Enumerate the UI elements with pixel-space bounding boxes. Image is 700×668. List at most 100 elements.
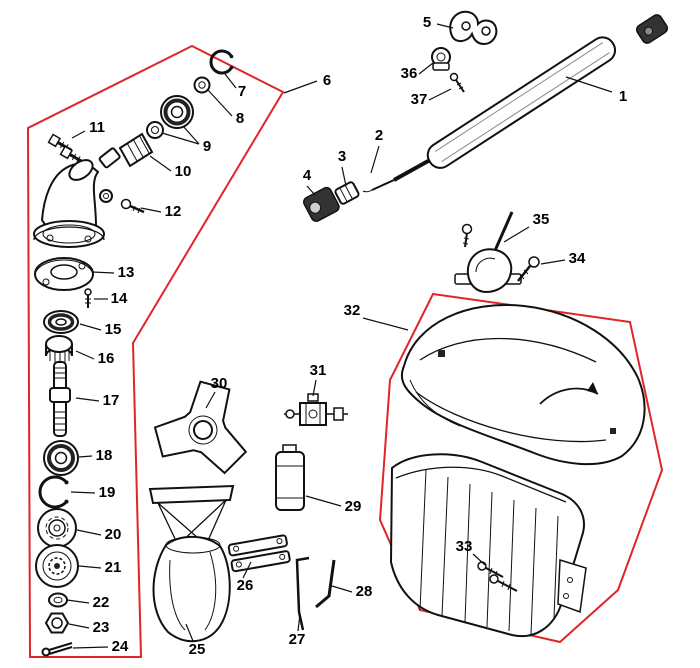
part-number-28: 28 bbox=[356, 583, 373, 600]
label-23: 23 bbox=[68, 619, 110, 636]
part-number-36: 36 bbox=[401, 65, 418, 82]
part-11-bolts-drawing bbox=[47, 133, 85, 164]
label-27: 27 bbox=[289, 613, 306, 648]
leader-line-20 bbox=[76, 529, 102, 536]
leader-line-7 bbox=[224, 73, 237, 89]
label-5: 5 bbox=[423, 14, 454, 31]
part-20-cup-washer-drawing bbox=[37, 508, 77, 548]
part-labels: 1 2 3 4 5 6 7 8 bbox=[66, 14, 627, 658]
leader-line-29 bbox=[305, 495, 342, 507]
leader-line-30 bbox=[205, 391, 216, 409]
part-number-27: 27 bbox=[289, 631, 306, 648]
part-number-4: 4 bbox=[303, 167, 312, 184]
part-21-blade-holder-drawing bbox=[35, 544, 79, 588]
leader-line-12 bbox=[140, 207, 162, 213]
part-number-13: 13 bbox=[118, 264, 135, 281]
part-number-16: 16 bbox=[98, 350, 115, 367]
part-number-18: 18 bbox=[96, 447, 113, 464]
label-32: 32 bbox=[344, 302, 409, 331]
label-13: 13 bbox=[91, 264, 135, 281]
part-number-1: 1 bbox=[619, 88, 627, 105]
group-outline-left bbox=[26, 44, 285, 658]
part-22-washer-drawing bbox=[48, 592, 68, 608]
leader-line-18 bbox=[78, 455, 93, 458]
part-27-rod-drawing bbox=[295, 556, 310, 631]
group-outline-right bbox=[378, 292, 664, 644]
part-number-31: 31 bbox=[310, 362, 327, 379]
label-17: 17 bbox=[75, 392, 119, 409]
part-number-19: 19 bbox=[99, 484, 116, 501]
part-number-37: 37 bbox=[411, 91, 428, 108]
label-1: 1 bbox=[565, 76, 627, 105]
leader-line-1 bbox=[565, 76, 613, 93]
leader-line-35 bbox=[503, 226, 530, 243]
label-22: 22 bbox=[66, 594, 110, 611]
leader-line-23 bbox=[68, 623, 90, 629]
label-14: 14 bbox=[94, 290, 128, 307]
part-number-30: 30 bbox=[211, 375, 228, 392]
part-2-inner-shaft-drawing bbox=[362, 158, 431, 193]
part-19-snap-ring-drawing bbox=[38, 475, 69, 509]
label-35: 35 bbox=[503, 211, 549, 243]
part-9-bearing-drawing bbox=[146, 95, 194, 139]
part-14-screw-drawing bbox=[84, 288, 92, 308]
part-number-25: 25 bbox=[189, 641, 206, 658]
label-20: 20 bbox=[76, 526, 122, 543]
part-number-20: 20 bbox=[105, 526, 122, 543]
leader-line-27 bbox=[297, 613, 301, 632]
label-18: 18 bbox=[78, 447, 113, 464]
label-9: 9 bbox=[161, 125, 211, 155]
part-35-support-bracket-drawing bbox=[454, 211, 522, 294]
label-33: 33 bbox=[456, 538, 486, 566]
part-13-cover-plate-drawing bbox=[34, 257, 94, 291]
part-number-14: 14 bbox=[111, 290, 128, 307]
label-3: 3 bbox=[338, 148, 347, 187]
part-number-7: 7 bbox=[238, 83, 246, 100]
part-number-5: 5 bbox=[423, 14, 431, 31]
label-12: 12 bbox=[140, 203, 182, 220]
part-5-handle-clamp-drawing bbox=[449, 10, 498, 46]
leader-line-34 bbox=[540, 259, 566, 265]
part-3-bushing-drawing bbox=[334, 181, 360, 205]
label-15: 15 bbox=[79, 321, 121, 338]
tube-end-cap-drawing bbox=[635, 14, 669, 44]
label-34: 34 bbox=[540, 250, 586, 267]
leader-line-33 bbox=[472, 553, 486, 566]
part-23-nut-drawing bbox=[44, 612, 70, 634]
part-number-23: 23 bbox=[93, 619, 110, 636]
label-11: 11 bbox=[71, 119, 105, 139]
label-28: 28 bbox=[331, 583, 373, 600]
part-4-coupler-drawing bbox=[303, 186, 340, 222]
leader-line-13 bbox=[91, 271, 115, 274]
leader-line-28 bbox=[331, 585, 353, 593]
label-6: 6 bbox=[283, 72, 331, 94]
part-number-12: 12 bbox=[165, 203, 182, 220]
part-number-21: 21 bbox=[105, 559, 122, 576]
part-number-22: 22 bbox=[93, 594, 110, 611]
part-number-6: 6 bbox=[323, 72, 331, 89]
label-19: 19 bbox=[70, 484, 116, 501]
part-34-bolt-drawing bbox=[517, 256, 540, 282]
part-15-bearing-drawing bbox=[43, 310, 79, 334]
part-number-33: 33 bbox=[456, 538, 473, 555]
part-36-clamp-ring-drawing bbox=[431, 47, 451, 71]
part-number-26: 26 bbox=[237, 577, 254, 594]
part-17-shaft-drawing bbox=[49, 361, 71, 437]
label-25: 25 bbox=[185, 623, 206, 658]
label-26: 26 bbox=[237, 561, 254, 594]
part-29-bottle-drawing bbox=[275, 444, 305, 511]
part-number-24: 24 bbox=[112, 638, 129, 655]
label-30: 30 bbox=[205, 375, 228, 409]
part-30-blade-drawing bbox=[153, 380, 248, 475]
part-number-29: 29 bbox=[345, 498, 362, 515]
part-8-washer-drawing bbox=[193, 76, 211, 94]
part-number-9: 9 bbox=[203, 138, 211, 155]
label-21: 21 bbox=[78, 559, 122, 576]
part-26-bracket-drawing bbox=[227, 534, 291, 573]
leader-line-36 bbox=[418, 62, 434, 75]
leader-line-17 bbox=[75, 397, 100, 402]
label-10: 10 bbox=[149, 155, 191, 180]
leader-line-15 bbox=[79, 323, 102, 331]
